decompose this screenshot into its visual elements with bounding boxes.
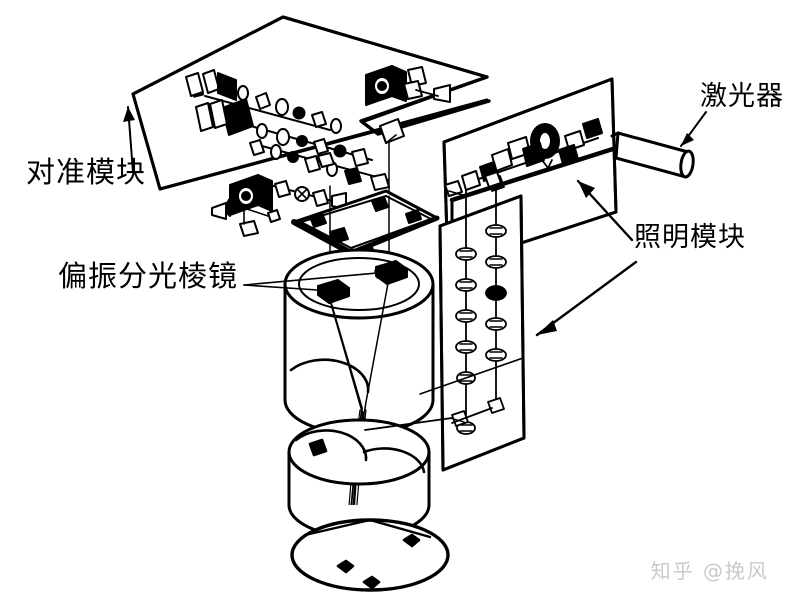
label-polarizing-beam-splitter: 偏振分光棱镜: [58, 259, 239, 293]
illumination-rail-right: [485, 175, 507, 414]
board-feet: [239, 152, 335, 237]
upper-lens-barrel: [283, 248, 435, 436]
label-laser: 激光器: [700, 81, 784, 112]
laser-tube: [610, 131, 695, 179]
fold-mirror: [379, 118, 405, 197]
watermark: 知乎 @挽风: [650, 559, 769, 583]
detector-block-left: [211, 174, 273, 220]
base-plate: [290, 518, 450, 592]
optic-row-1: [185, 69, 342, 134]
leader-laser: [680, 111, 707, 147]
mirror-mount-right: [365, 65, 451, 106]
leader-illumination-lower: [535, 260, 638, 337]
illumination-vertical-panel: [438, 194, 526, 472]
label-illumination-module: 照明模块: [634, 222, 746, 253]
optic-row-3: [249, 139, 390, 191]
optic-row-2: [195, 98, 373, 167]
illumination-optics-row: [461, 118, 603, 191]
label-alignment-module: 对准模块: [26, 155, 147, 189]
leader-alignment: [123, 106, 135, 173]
leader-illumination-upper: [576, 179, 634, 242]
leader-prism: [243, 270, 389, 296]
